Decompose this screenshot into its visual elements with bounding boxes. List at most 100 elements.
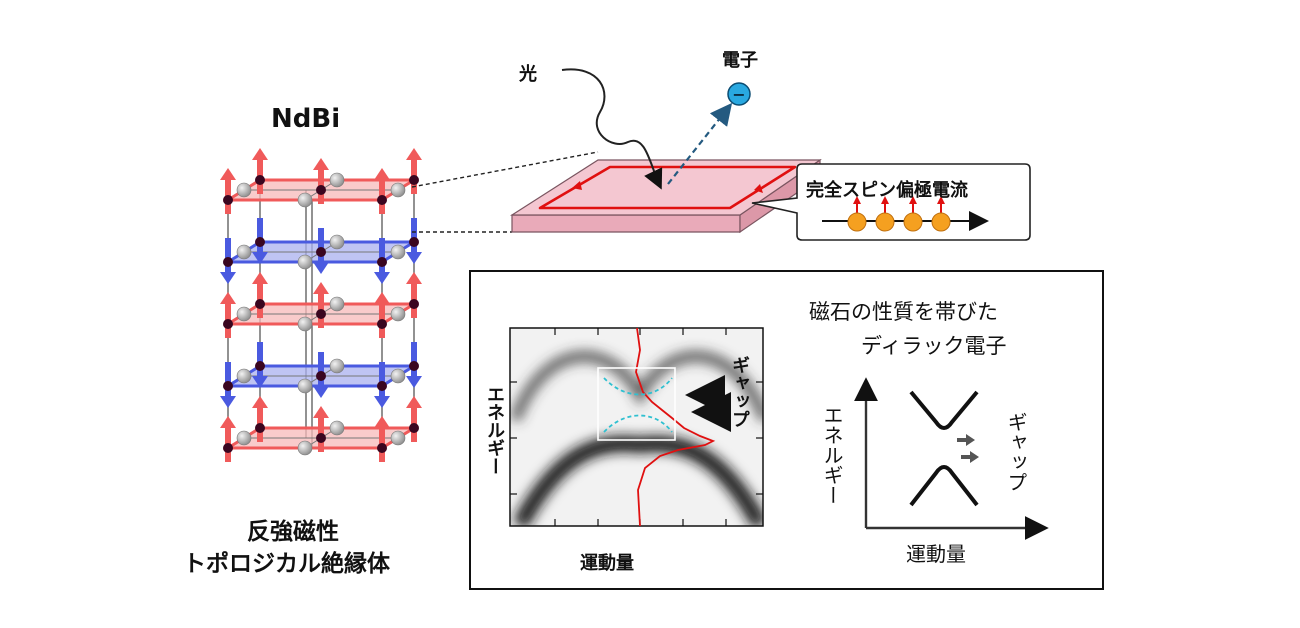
spin-polarized-electron — [931, 212, 951, 232]
spin-down-arrowhead — [374, 396, 390, 408]
spin-up-marker-head — [909, 196, 917, 204]
edge-current-arrow-right — [754, 184, 763, 193]
bi-atom — [390, 430, 406, 446]
spin-current-label: 完全スピン偏極電流 — [806, 180, 968, 201]
photoelectron-arrow — [667, 102, 733, 185]
spin-polarized-electron — [903, 212, 923, 232]
spin-down-arrowhead — [252, 376, 268, 388]
bi-atom — [329, 172, 345, 188]
spin-up-arrowhead — [252, 272, 268, 284]
spin-up-arrowhead — [220, 292, 236, 304]
schematic-energy-axis-label: エネルギー — [820, 405, 844, 505]
bi-atom — [236, 306, 252, 322]
bi-atom — [236, 244, 252, 260]
nd-atom — [223, 195, 233, 205]
nd-atom — [255, 423, 265, 433]
bi-atom — [329, 358, 345, 374]
schematic-momentum-axis-label: 運動量 — [906, 542, 966, 566]
crystal-caption-line2: トポロジカル絶縁体 — [183, 551, 390, 577]
spin-up-marker-head — [853, 196, 861, 204]
nd-atom — [409, 237, 419, 247]
crystal-caption-line1: 反強磁性 — [247, 519, 339, 545]
schematic-upper-cone — [909, 390, 979, 430]
spin-down-arrowhead — [374, 272, 390, 284]
thin-film-slab — [509, 158, 822, 234]
bi-atom — [236, 430, 252, 446]
schematic-gap-arrow-top — [957, 434, 975, 446]
nd-atom — [316, 433, 326, 443]
nd-atom — [377, 257, 387, 267]
spin-up-arrowhead — [374, 292, 390, 304]
bi-atom — [329, 234, 345, 250]
bi-atom — [390, 368, 406, 384]
bottom-panel-frame — [469, 270, 1104, 590]
light-label: 光 — [519, 64, 537, 85]
spin-current-callout — [751, 163, 1031, 241]
spin-down-arrowhead — [220, 396, 236, 408]
bi-atom — [390, 244, 406, 260]
nd-atom — [223, 257, 233, 267]
arpes-zoom-box — [597, 367, 676, 441]
spin-down-arrowhead — [406, 252, 422, 264]
bi-atom — [297, 254, 313, 270]
nd-atom — [223, 319, 233, 329]
nd-atom — [316, 371, 326, 381]
crystal-stack — [220, 148, 422, 462]
electron-icon — [727, 82, 751, 106]
bi-atom — [297, 378, 313, 394]
nd-atom — [409, 423, 419, 433]
spin-down-arrowhead — [313, 386, 329, 398]
electron-label: 電子 — [722, 50, 758, 71]
bi-atom — [329, 420, 345, 436]
nd-atom — [316, 309, 326, 319]
spin-up-arrowhead — [220, 168, 236, 180]
spin-polarized-electron — [875, 212, 895, 232]
bi-atom — [390, 306, 406, 322]
nd-atom — [255, 237, 265, 247]
schematic-gap-arrow-bottom — [961, 451, 979, 463]
schematic-title-line2: ディラック電子 — [861, 334, 1007, 358]
nd-atom — [316, 185, 326, 195]
arpes-dirac-lower — [603, 414, 673, 433]
nd-atom — [223, 381, 233, 391]
spin-up-arrowhead — [313, 282, 329, 294]
spin-up-arrowhead — [252, 396, 268, 408]
spin-up-arrowhead — [313, 406, 329, 418]
spin-up-arrowhead — [220, 416, 236, 428]
nd-atom — [255, 299, 265, 309]
spin-down-arrowhead — [220, 272, 236, 284]
arpes-edc-curve — [635, 327, 716, 527]
bi-atom — [297, 192, 313, 208]
spin-up-marker-head — [881, 196, 889, 204]
nd-atom — [409, 299, 419, 309]
edge-current-loop — [538, 165, 797, 210]
spin-down-arrowhead — [406, 376, 422, 388]
nd-atom — [409, 361, 419, 371]
spin-up-arrowhead — [406, 272, 422, 284]
nd-atom — [377, 319, 387, 329]
arpes-gap-label: ギャップ — [729, 356, 750, 428]
nd-atom — [409, 175, 419, 185]
arpes-image — [509, 327, 764, 527]
arpes-energy-axis-label: エネルギー — [484, 385, 505, 475]
zoom-line-top — [411, 151, 599, 188]
material-title: NdBi — [271, 104, 341, 134]
schematic-title-line1: 磁石の性質を帯びた — [809, 300, 998, 324]
spin-polarized-electron — [847, 212, 867, 232]
arpes-lower-band — [512, 435, 763, 526]
nd-atom — [377, 195, 387, 205]
spin-up-arrowhead — [252, 148, 268, 160]
spin-down-arrowhead — [313, 262, 329, 274]
bi-atom — [297, 440, 313, 456]
bi-atom — [297, 316, 313, 332]
nd-atom — [223, 443, 233, 453]
spin-up-arrowhead — [313, 158, 329, 170]
spin-up-arrowhead — [374, 168, 390, 180]
nd-atom — [377, 443, 387, 453]
bi-atom — [390, 182, 406, 198]
spin-up-marker-head — [937, 196, 945, 204]
bi-atom — [329, 296, 345, 312]
spin-up-arrowhead — [406, 148, 422, 160]
schematic-gap-label: ギャップ — [1004, 412, 1028, 492]
spin-up-arrowhead — [374, 416, 390, 428]
